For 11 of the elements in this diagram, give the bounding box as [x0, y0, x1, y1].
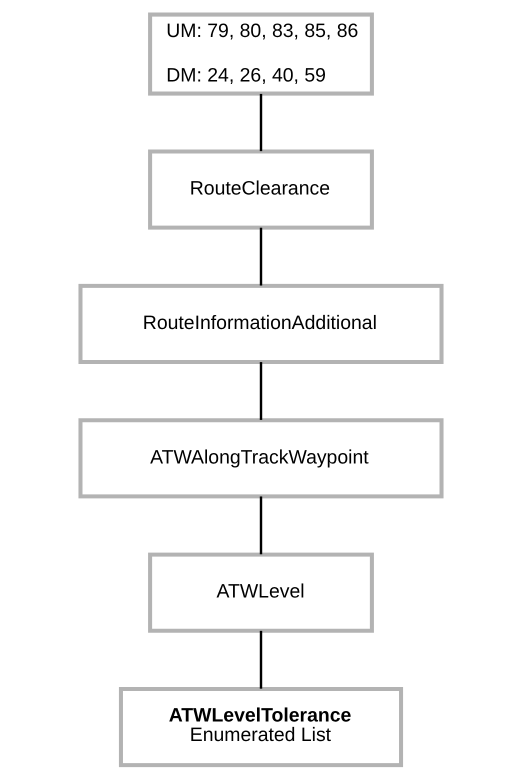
connector [260, 630, 262, 689]
node-box: RouteInformationAdditional [78, 284, 444, 364]
connector [260, 496, 262, 554]
connector [260, 94, 262, 152]
node-box: ATWLevel [148, 552, 374, 633]
node-box: RouteClearance [148, 149, 374, 230]
connector [260, 228, 262, 286]
node-box: UM: 79, 80, 83, 85, 86 DM: 24, 26, 40, 59 [148, 12, 374, 96]
connector [260, 362, 262, 420]
node-box: ATWLevelTolerance Enumerated List [118, 687, 404, 768]
node-box: ATWAlongTrackWaypoint [78, 418, 444, 498]
